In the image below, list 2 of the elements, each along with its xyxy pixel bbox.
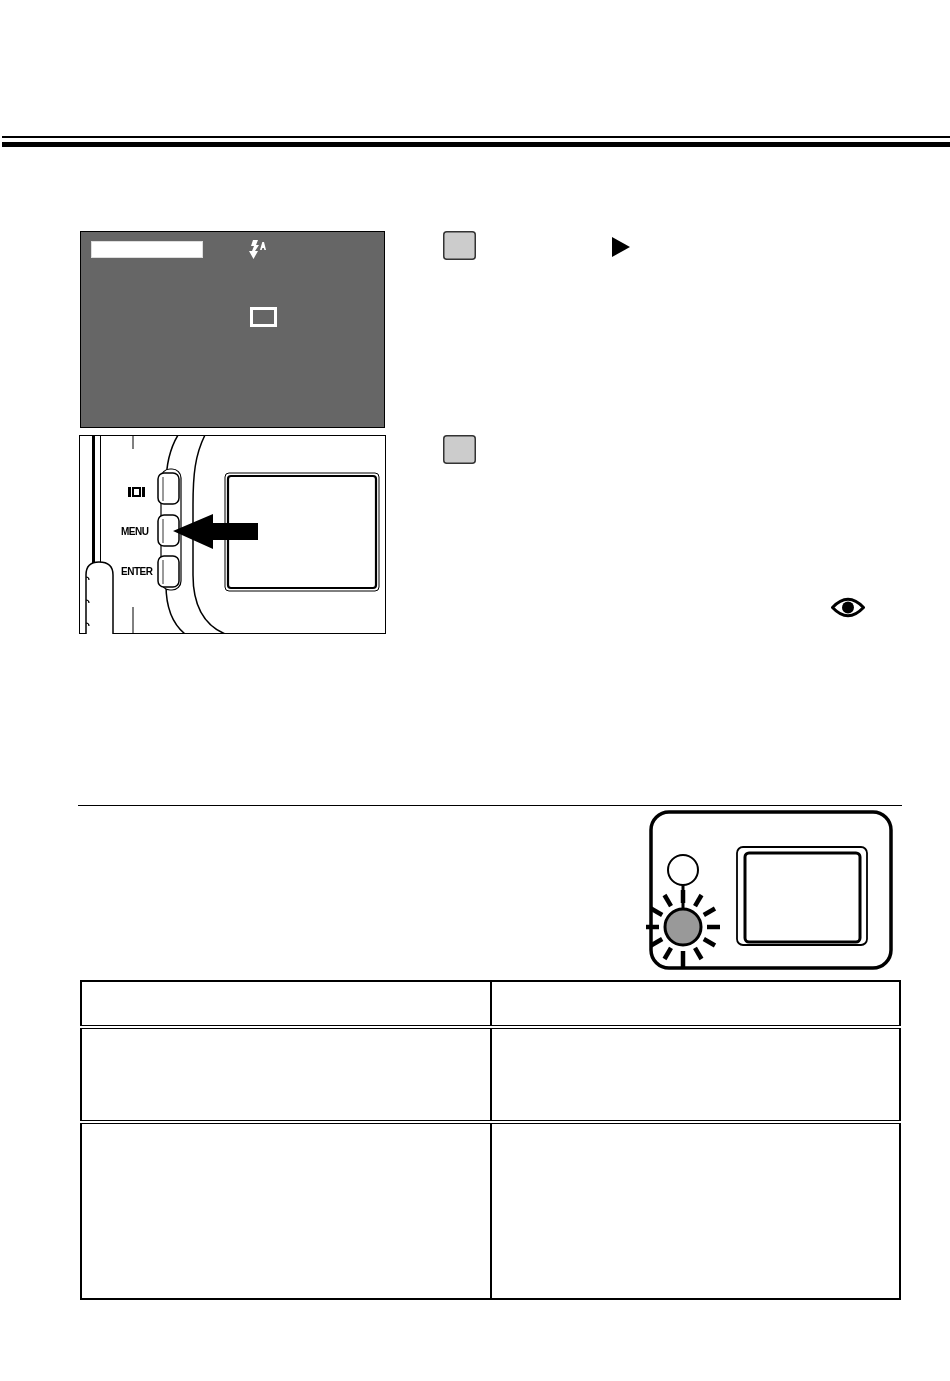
button-label: ENTER [121, 566, 153, 577]
button-label: MENU [121, 526, 149, 537]
